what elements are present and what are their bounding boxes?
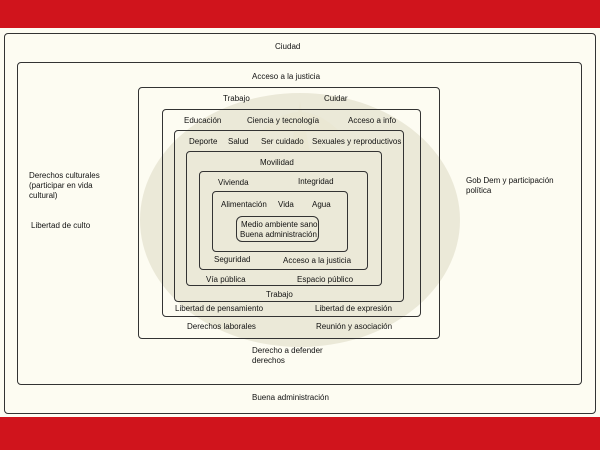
label-ciudad: Ciudad xyxy=(275,42,301,51)
label-acceso-justicia-top: Acceso a la justicia xyxy=(252,72,321,81)
label-agua: Agua xyxy=(312,200,331,209)
label-ser-cuidado: Ser cuidado xyxy=(261,137,304,146)
label-libertad-expresion: Libertad de expresión xyxy=(315,304,392,313)
label-vida: Vida xyxy=(278,200,294,209)
label-deporte: Deporte xyxy=(189,137,218,146)
label-reunion: Reunión y asociación xyxy=(316,322,393,331)
label-derecho-defender: Derecho a defender derechos xyxy=(252,346,323,365)
box-level-3 xyxy=(162,109,421,317)
label-sexuales: Sexuales y reproductivos xyxy=(312,137,402,146)
label-derechos-culturales: Derechos culturales (participar en vida … xyxy=(29,171,100,200)
label-salud: Salud xyxy=(228,137,249,146)
label-espacio-publico: Espacio público xyxy=(297,275,354,284)
label-cuidar: Cuidar xyxy=(324,94,348,103)
box-level-6 xyxy=(199,171,368,270)
label-buena-admin-core: Buena administración xyxy=(240,230,317,239)
label-educacion: Educación xyxy=(184,116,222,125)
label-ciencia: Ciencia y tecnología xyxy=(247,116,320,125)
box-level-5 xyxy=(186,151,382,286)
box-level-1 xyxy=(17,62,582,385)
label-derechos-laborales: Derechos laborales xyxy=(187,322,256,331)
box-level-4 xyxy=(174,130,404,302)
label-integridad: Integridad xyxy=(298,177,334,186)
label-trabajo-inner: Trabajo xyxy=(266,290,293,299)
label-alimentacion: Alimentación xyxy=(221,200,267,209)
label-libertad-culto: Libertad de culto xyxy=(31,221,91,230)
label-libertad-pensamiento: Libertad de pensamiento xyxy=(175,304,264,313)
label-medio-ambiente: Medio ambiente sano xyxy=(241,220,318,229)
label-movilidad: Movilidad xyxy=(260,158,294,167)
box-level-2 xyxy=(138,87,440,339)
label-via-publica: Vía pública xyxy=(206,275,246,284)
label-seguridad: Seguridad xyxy=(214,255,251,264)
label-gob-dem: Gob Dem y participación política xyxy=(466,176,554,195)
box-level-7 xyxy=(212,191,348,252)
bottom-red-band xyxy=(0,417,600,450)
label-vivienda: Vivienda xyxy=(218,178,249,187)
label-trabajo-top: Trabajo xyxy=(223,94,250,103)
top-red-band xyxy=(0,0,600,28)
label-acceso-justicia-inner: Acceso a la justicia xyxy=(283,256,352,265)
box-core xyxy=(236,216,319,242)
label-buena-admin-outer: Buena administración xyxy=(252,393,329,402)
label-acceso-info: Acceso a info xyxy=(348,116,397,125)
box-ciudad xyxy=(4,33,596,414)
